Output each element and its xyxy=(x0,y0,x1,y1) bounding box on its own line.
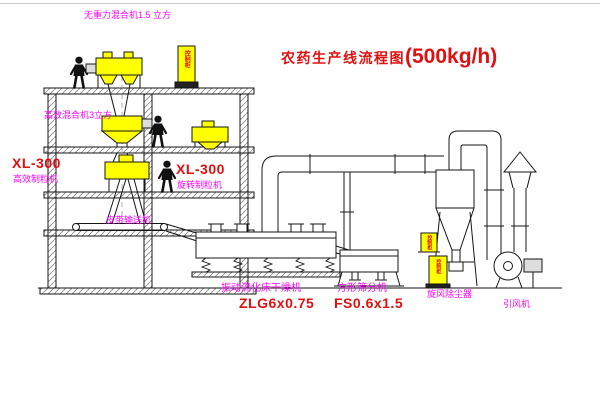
granulator-right xyxy=(191,120,229,150)
building-column xyxy=(47,93,57,289)
floor-slab xyxy=(43,191,255,199)
mixer-motor xyxy=(85,63,97,74)
label-sifter-model: FS0.6x1.5 xyxy=(334,295,404,311)
floor-slab xyxy=(43,146,255,154)
exhaust-duct xyxy=(261,154,444,232)
building-column xyxy=(239,93,249,289)
gravity-free-mixer xyxy=(85,51,143,117)
dryer-nozzles xyxy=(208,223,326,233)
control-cabinet-3 xyxy=(425,255,451,289)
mixer2-cone xyxy=(100,130,144,144)
title-text: 农药生产线流程图 xyxy=(281,50,405,66)
cyclone-cylinder xyxy=(435,169,475,209)
outlet-duct-to-fan xyxy=(448,130,504,260)
mixer-legs xyxy=(97,75,141,88)
mixer2-motor xyxy=(141,118,153,129)
label-cyclone: 旋风除尘器 xyxy=(427,289,473,299)
rain-cap xyxy=(502,151,538,173)
label-fan: 引风机 xyxy=(503,299,531,309)
cabinet-base xyxy=(425,283,451,289)
label-granulator-left-name: 高效制粒机 xyxy=(13,174,59,184)
square-sifter xyxy=(334,249,404,287)
floor-slab xyxy=(43,87,255,95)
chute-to-mixer2 xyxy=(107,83,131,117)
label-belt-conveyor: 皮带输送机 xyxy=(106,215,152,225)
title-capacity: (500kg/h) xyxy=(405,45,498,68)
fan-hub xyxy=(503,261,513,271)
belt-conveyor xyxy=(72,223,201,242)
drawing-title: 农药生产线流程图(500kg/h) xyxy=(281,45,498,68)
high-efficiency-mixer xyxy=(100,115,153,163)
mixer-inlet xyxy=(123,51,134,59)
cyclone-cone xyxy=(435,207,475,251)
exhaust-stack xyxy=(502,151,538,252)
label-granulator-left-model: XL-300 xyxy=(12,155,61,171)
cabinet-2-text: 控制柜 xyxy=(426,235,433,250)
sifter-riser-duct xyxy=(340,172,354,250)
granulator-left xyxy=(104,154,150,225)
cabinet-1-text: 控制柜 xyxy=(183,50,190,68)
fluid-bed-dryer xyxy=(191,223,353,278)
sifter-legs xyxy=(334,271,404,287)
label-sifter-name: 方形筛分机 xyxy=(337,283,387,294)
discharge-cone xyxy=(120,74,139,85)
granulator-body xyxy=(104,161,150,180)
fan-base xyxy=(495,272,534,289)
discharge-cone xyxy=(99,74,118,85)
vibration-springs xyxy=(200,257,336,273)
granulator-inlet xyxy=(201,120,215,128)
cyclone-discharge xyxy=(447,250,465,272)
worker-figure xyxy=(157,159,177,193)
dryer-body xyxy=(195,231,337,259)
worker-figure xyxy=(69,55,89,89)
sifter-body xyxy=(339,249,399,273)
window-edge-line xyxy=(0,3,600,4)
sifter-outlets xyxy=(349,272,387,281)
label-granulator-right-model: XL-300 xyxy=(176,161,225,177)
belt-roller xyxy=(160,223,168,231)
fan-motor xyxy=(523,258,543,273)
cabinet-body xyxy=(177,45,196,83)
cabinet-base xyxy=(174,81,199,89)
control-cabinet-2 xyxy=(418,232,440,253)
belt-roller xyxy=(72,223,80,231)
mixer-inlet xyxy=(102,51,113,59)
mixer-body xyxy=(95,57,143,76)
y-chute-to-belt xyxy=(105,178,147,225)
cabinet-3-text: 控制柜 xyxy=(435,259,442,274)
granulator-cone xyxy=(196,141,224,150)
label-high-efficiency-mixer: 高效混合机3立方 xyxy=(44,110,113,120)
granulator-body xyxy=(191,126,229,143)
label-dryer-name: 振动流化床干燥机 xyxy=(221,283,301,294)
granulator-legs xyxy=(194,142,226,147)
chute-to-dryer xyxy=(165,223,201,242)
granulator-legs xyxy=(108,179,146,192)
label-gravity-free-mixer: 无重力混合机1.5 立方 xyxy=(84,10,172,20)
label-dryer-model: ZLG6x0.75 xyxy=(239,295,315,311)
dryer-base xyxy=(191,271,341,278)
label-granulator-right-name: 旋转制粒机 xyxy=(177,180,223,190)
control-cabinet-1 xyxy=(174,45,199,89)
induced-draft-fan xyxy=(493,251,543,289)
